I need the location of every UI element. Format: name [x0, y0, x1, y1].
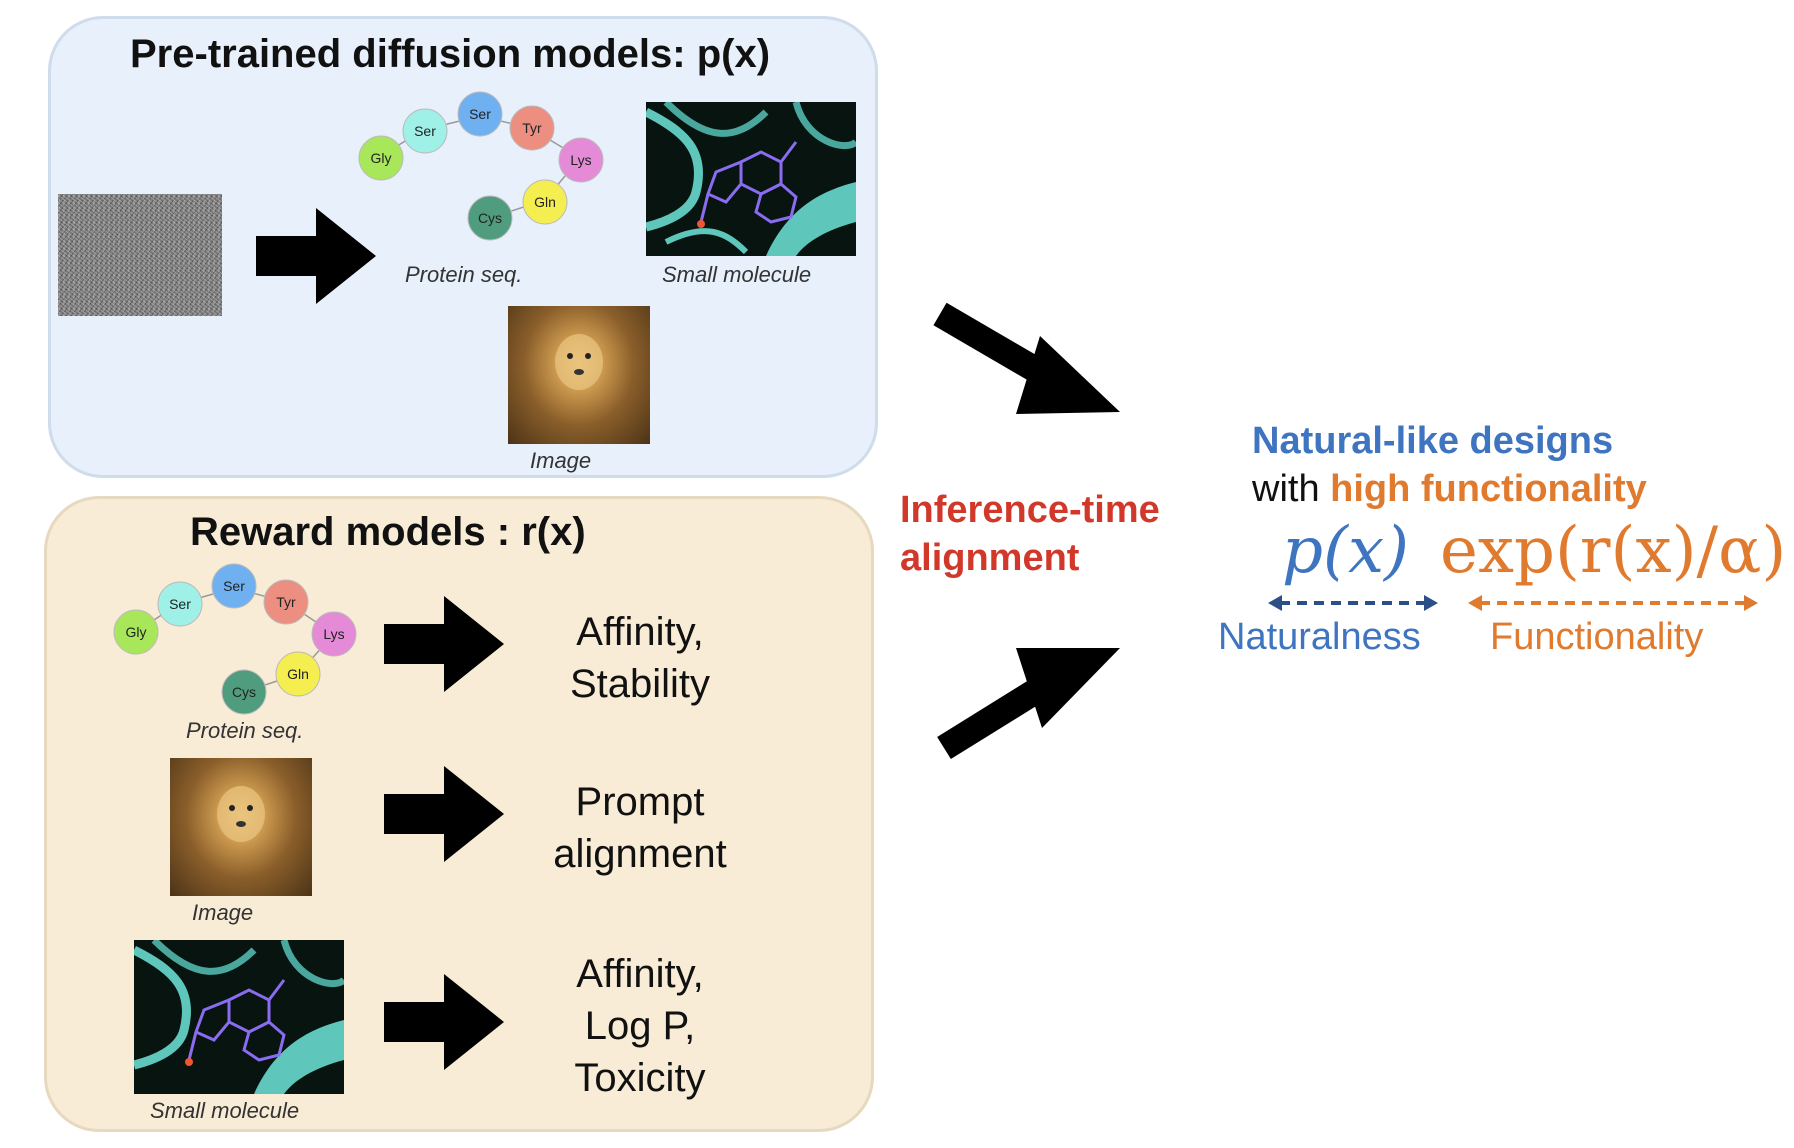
cheetah-image-top [508, 306, 650, 444]
svg-text:Ser: Ser [169, 596, 191, 612]
caption-protein-bottom: Protein seq. [186, 718, 304, 743]
caption-molecule-top: Small molecule [662, 262, 812, 287]
arrow-down-right [933, 302, 1120, 414]
svg-text:Cys: Cys [232, 684, 256, 700]
protein-chain-top: Gly Ser Ser Tyr Lys Gln Cys [358, 91, 604, 241]
label-line: Inference-time [900, 489, 1160, 531]
result-line1: Natural-like designs [1252, 420, 1614, 462]
protein-chain-bottom: Gly Ser Ser Tyr Lys Gln Cys [113, 563, 357, 715]
caption-image-bottom: Image [192, 900, 254, 925]
output-line: Affinity, [576, 610, 704, 654]
svg-text:Gln: Gln [287, 666, 309, 682]
arrow-protein-reward [384, 596, 504, 692]
svg-text:Ser: Ser [223, 578, 245, 594]
caption-molecule-bottom: Small molecule [150, 1098, 300, 1123]
formula-naturalness: p(x) [1282, 514, 1409, 588]
arrow-noise-to-samples [256, 208, 376, 304]
output-line: Affinity, [576, 952, 704, 996]
result-line2-prefix: with [1252, 468, 1320, 510]
noise-image [58, 194, 222, 316]
svg-text:Ser: Ser [469, 106, 491, 122]
functionality-label: Functionality [1490, 616, 1704, 658]
result-line2-highlight: high functionality [1330, 468, 1647, 510]
svg-text:Cys: Cys [478, 210, 502, 226]
caption-image-top: Image [530, 448, 592, 473]
naturalness-arrow [1268, 595, 1438, 611]
arrow-molecule-reward [384, 974, 504, 1070]
svg-text:Lys: Lys [323, 626, 344, 642]
svg-text:Tyr: Tyr [522, 120, 542, 136]
output-line: Toxicity [574, 1056, 706, 1100]
reward-output-protein: Affinity, Stability [540, 606, 740, 710]
reward-output-molecule: Affinity, Log P, Toxicity [540, 948, 740, 1104]
functionality-arrow [1468, 595, 1758, 611]
arrow-up-right [937, 648, 1120, 760]
naturalness-label: Naturalness [1218, 616, 1421, 658]
output-line: Prompt [575, 780, 705, 824]
reward-title: Reward models : r(x) [190, 510, 586, 554]
svg-text:Ser: Ser [414, 123, 436, 139]
aa-label: Gly [371, 150, 392, 166]
svg-text:Gln: Gln [534, 194, 556, 210]
label-line: alignment [900, 537, 1080, 579]
molecule-image-top [646, 102, 856, 256]
svg-text:Tyr: Tyr [276, 594, 296, 610]
output-line: alignment [553, 832, 727, 876]
inference-time-alignment-label: Inference-time alignment [900, 486, 1160, 582]
output-line: Stability [569, 662, 711, 706]
svg-text:Gly: Gly [126, 624, 147, 640]
svg-text:Lys: Lys [570, 152, 591, 168]
pretrained-title: Pre-trained diffusion models: p(x) [130, 32, 771, 76]
caption-protein-top: Protein seq. [405, 262, 523, 287]
formula-functionality: exp(r(x)/α) [1440, 514, 1787, 588]
result-line2: with high functionality [1252, 468, 1647, 511]
reward-output-image: Prompt alignment [540, 776, 740, 880]
output-line: Log P, [584, 1004, 696, 1048]
cheetah-image-bottom [170, 758, 312, 896]
molecule-image-bottom [134, 940, 344, 1094]
arrow-image-reward [384, 766, 504, 862]
